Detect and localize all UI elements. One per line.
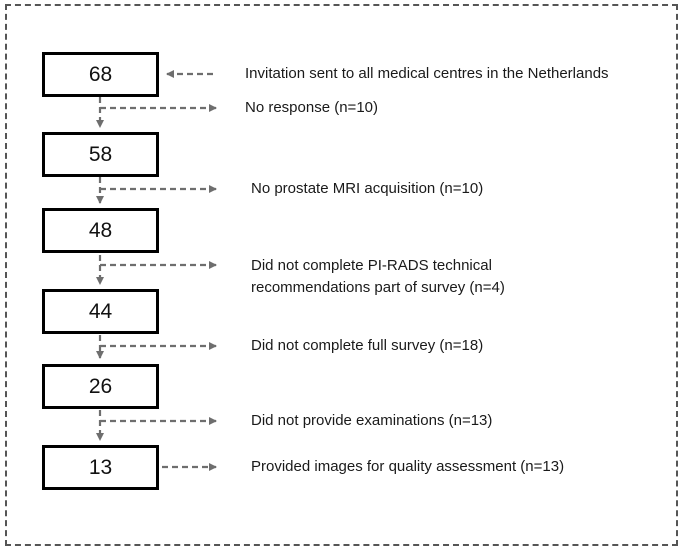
count-box-2: 58 [42,132,159,177]
pirads-label-line1: Did not complete PI-RADS technical [251,257,492,274]
count-box-5: 26 [42,364,159,409]
count-value: 48 [88,218,113,242]
provided-label: Provided images for quality assessment (… [251,458,565,475]
pirads-label-line2: recommendations part of survey (n=4) [251,279,505,296]
count-box-1: 68 [42,52,159,97]
count-value: 13 [88,455,113,479]
count-value: 58 [88,142,113,166]
no-exams-label: Did not provide examinations (n=13) [251,412,493,429]
count-box-6: 13 [42,445,159,490]
count-box-4: 44 [42,289,159,334]
count-value: 26 [88,374,113,398]
no-mri-label: No prostate MRI acquisition (n=10) [251,180,484,197]
full-survey-label: Did not complete full survey (n=18) [251,337,484,354]
diagram-frame [5,4,678,546]
count-value: 68 [88,62,113,86]
invitation-label: Invitation sent to all medical centres i… [245,65,609,82]
no-response-label: No response (n=10) [245,99,378,116]
count-value: 44 [88,299,113,323]
count-box-3: 48 [42,208,159,253]
